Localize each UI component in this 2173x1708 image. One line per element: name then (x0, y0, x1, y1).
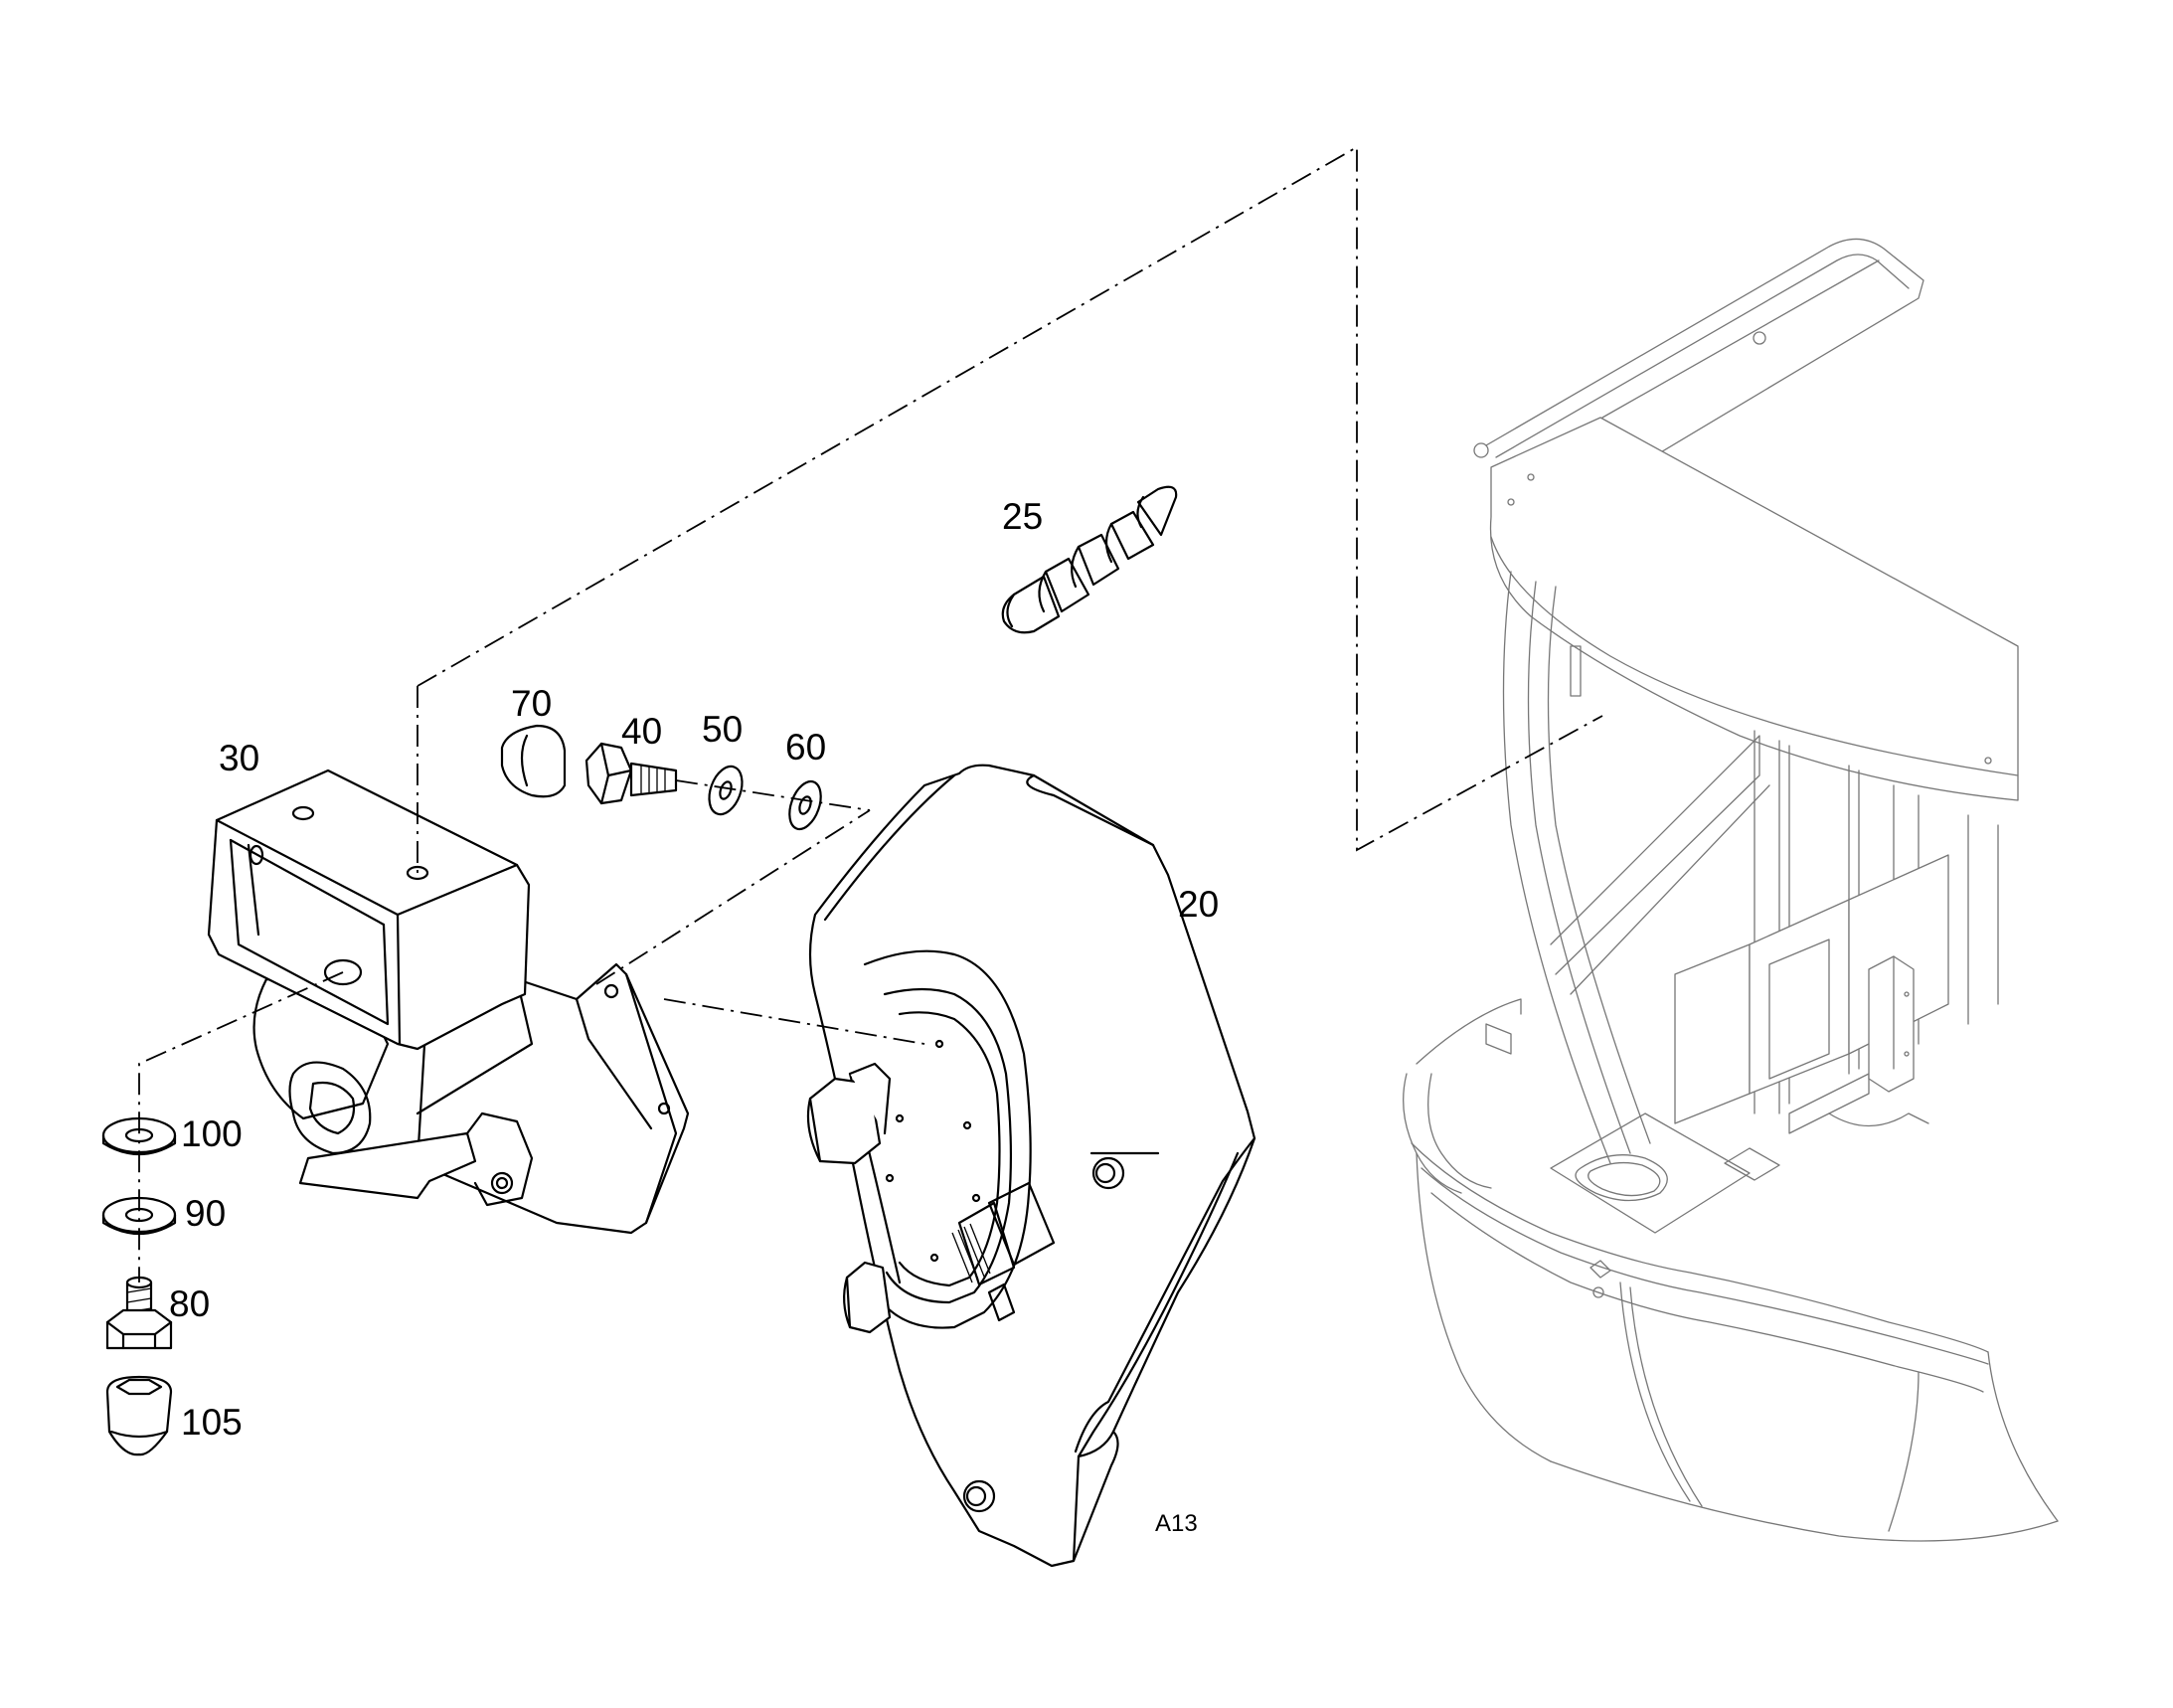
callout-30: 30 (219, 738, 259, 778)
part-105-cap-nut (105, 1375, 173, 1456)
part-50-lock-washer (708, 765, 744, 816)
callout-50: 50 (702, 709, 743, 750)
callout-20: 20 (1178, 884, 1219, 925)
callout-25: 25 (1002, 496, 1043, 537)
part-40-hex-bolt (585, 742, 678, 805)
callout-80: 80 (169, 1283, 210, 1324)
part-60-washer (788, 779, 822, 831)
callout-70: 70 (511, 683, 552, 724)
callout-40: 40 (621, 711, 662, 752)
part-20-housing (806, 764, 1256, 1568)
callout-100: 100 (181, 1113, 243, 1154)
part-70-cap (500, 724, 567, 798)
part-25-spiral-wrap (1001, 485, 1178, 634)
callout-labels: 20 25 30 40 50 60 70 80 90 100 105 A13 (169, 496, 1219, 1537)
part-30-clamp-bracket (207, 769, 690, 1235)
reference-code: A13 (1155, 1510, 1198, 1537)
callout-105: 105 (181, 1402, 243, 1443)
assembly-lines (138, 145, 1603, 1282)
machine-housing (1403, 238, 2059, 1542)
part-80-hex-bolt (105, 1276, 173, 1350)
callout-60: 60 (785, 727, 826, 768)
callout-90: 90 (185, 1193, 226, 1234)
